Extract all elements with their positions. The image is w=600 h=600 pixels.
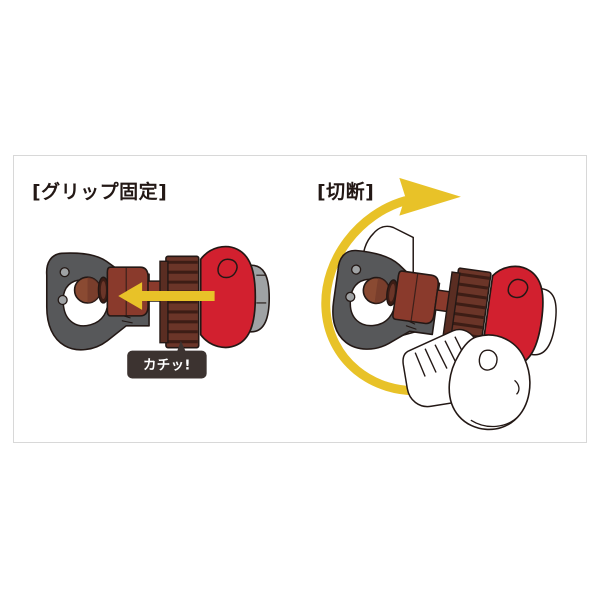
panel-grip-fix: [グリップ固定] bbox=[14, 156, 301, 442]
push-arrow-left bbox=[118, 282, 215, 310]
panel-title-grip-fix: [グリップ固定] bbox=[32, 181, 168, 203]
cut-artwork bbox=[321, 177, 557, 431]
knurled-collar bbox=[159, 255, 200, 349]
callout-katchi-text: カチッ! bbox=[143, 358, 191, 374]
red-knob bbox=[199, 245, 257, 349]
grip-fix-artwork: カチッ! bbox=[45, 245, 271, 379]
cutter-wheel bbox=[362, 276, 398, 307]
callout-katchi: カチッ! bbox=[127, 340, 207, 379]
panel-title-cut: [切断] bbox=[317, 181, 375, 203]
panel-cut: [切断] bbox=[301, 156, 588, 442]
hand-outline-palm bbox=[448, 334, 531, 431]
cutter-wheel bbox=[73, 276, 110, 304]
illustration-frame: [グリップ固定] bbox=[13, 155, 587, 443]
